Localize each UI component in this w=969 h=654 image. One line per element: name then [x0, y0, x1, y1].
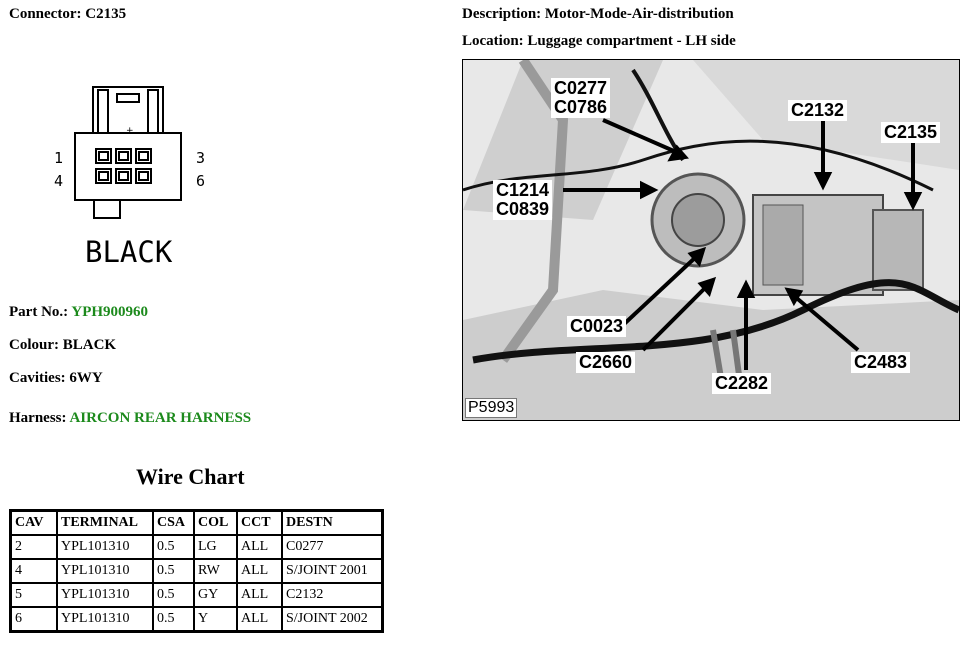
header-col: COL [193, 509, 238, 536]
cell-csa: 0.5 [152, 606, 195, 633]
cell-cav: 4 [9, 558, 58, 584]
connector-label: Connector: [9, 6, 82, 22]
location-value: Luggage compartment - LH side [527, 33, 736, 49]
wire-chart-table: CAV TERMINAL CSA COL CCT DESTN 2 YPL1013… [9, 509, 384, 633]
location-label: Location: [462, 33, 524, 49]
description-label: Description: [462, 6, 542, 22]
cell-col: LG [193, 534, 238, 560]
callout-c2132: C2132 [788, 100, 848, 121]
table-row: 2 YPL101310 0.5 LG ALL C0277 [9, 534, 384, 560]
harness-value[interactable]: AIRCON REAR HARNESS [69, 410, 252, 426]
pin-number-1: 1 [54, 149, 63, 167]
callout-c2135: C2135 [881, 122, 941, 143]
cell-destn: C0277 [281, 534, 384, 560]
cell-cav: 6 [9, 606, 58, 633]
pin-number-4: 4 [54, 172, 63, 190]
callout-c0839: C0839 [496, 199, 550, 219]
wire-chart-title: Wire Chart [136, 464, 245, 489]
cell-col: RW [193, 558, 238, 584]
cell-destn: S/JOINT 2001 [281, 558, 384, 584]
cell-terminal: YPL101310 [56, 582, 154, 608]
callout-c0277: C0277 [554, 78, 608, 98]
cell-cav: 2 [9, 534, 58, 560]
key-mark: + [126, 126, 134, 136]
description-line: Description: Motor-Mode-Air-distribution [462, 6, 734, 23]
cell-cav: 5 [9, 582, 58, 608]
table-row: 5 YPL101310 0.5 GY ALL C2132 [9, 582, 384, 608]
header-terminal: TERMINAL [56, 509, 154, 536]
header-destn: DESTN [281, 509, 384, 536]
header-csa: CSA [152, 509, 195, 536]
part-no-value[interactable]: YPH900960 [71, 304, 149, 320]
colour-label: Colour: [9, 337, 59, 353]
pin-number-6: 6 [196, 172, 205, 190]
colour-line: Colour: BLACK [9, 337, 116, 354]
table-row: 6 YPL101310 0.5 Y ALL S/JOINT 2002 [9, 606, 384, 633]
pin-number-3: 3 [196, 149, 205, 167]
connector-face-diagram: + 1 3 4 6 BLACK [54, 86, 205, 269]
cavities-value: 6WY [69, 370, 103, 386]
photo-reference: P5993 [465, 398, 518, 418]
callout-c1214: C1214 [496, 180, 550, 200]
location-line: Location: Luggage compartment - LH side [462, 33, 736, 50]
cell-csa: 0.5 [152, 582, 195, 608]
cell-col: Y [193, 606, 238, 633]
cavities-label: Cavities: [9, 370, 66, 386]
cell-destn: C2132 [281, 582, 384, 608]
cell-destn: S/JOINT 2002 [281, 606, 384, 633]
part-no-label: Part No.: [9, 304, 69, 320]
table-row: 4 YPL101310 0.5 RW ALL S/JOINT 2001 [9, 558, 384, 584]
location-photo: C0277 C0786 C2132 C2135 C1214 C0839 C002… [462, 59, 960, 421]
callout-c2282: C2282 [712, 373, 772, 394]
cell-terminal: YPL101310 [56, 606, 154, 633]
callout-c0786: C0786 [554, 97, 608, 117]
callout-c2660: C2660 [576, 352, 636, 373]
cell-terminal: YPL101310 [56, 534, 154, 560]
header-cav: CAV [9, 509, 58, 536]
cell-cct: ALL [236, 582, 283, 608]
cell-col: GY [193, 582, 238, 608]
callout-c2483: C2483 [851, 352, 911, 373]
cell-terminal: YPL101310 [56, 558, 154, 584]
colour-value: BLACK [62, 337, 117, 353]
harness-label: Harness: [9, 410, 67, 426]
cell-csa: 0.5 [152, 558, 195, 584]
callout-c1214-c0839: C1214 C0839 [493, 180, 553, 220]
connector-line: Connector: C2135 [9, 6, 126, 23]
cell-cct: ALL [236, 558, 283, 584]
callout-c0023: C0023 [567, 316, 627, 337]
description-value: Motor-Mode-Air-distribution [544, 6, 734, 22]
header-cct: CCT [236, 509, 283, 536]
callout-c0277-c0786: C0277 C0786 [551, 78, 611, 118]
harness-line: Harness: AIRCON REAR HARNESS [9, 410, 251, 427]
cavities-line: Cavities: 6WY [9, 370, 103, 387]
connector-value: C2135 [85, 6, 127, 22]
drawing-colour-text: BLACK [85, 235, 173, 269]
cell-cct: ALL [236, 606, 283, 633]
table-header-row: CAV TERMINAL CSA COL CCT DESTN [9, 509, 384, 536]
part-no-line: Part No.: YPH900960 [9, 304, 148, 321]
cell-cct: ALL [236, 534, 283, 560]
cell-csa: 0.5 [152, 534, 195, 560]
